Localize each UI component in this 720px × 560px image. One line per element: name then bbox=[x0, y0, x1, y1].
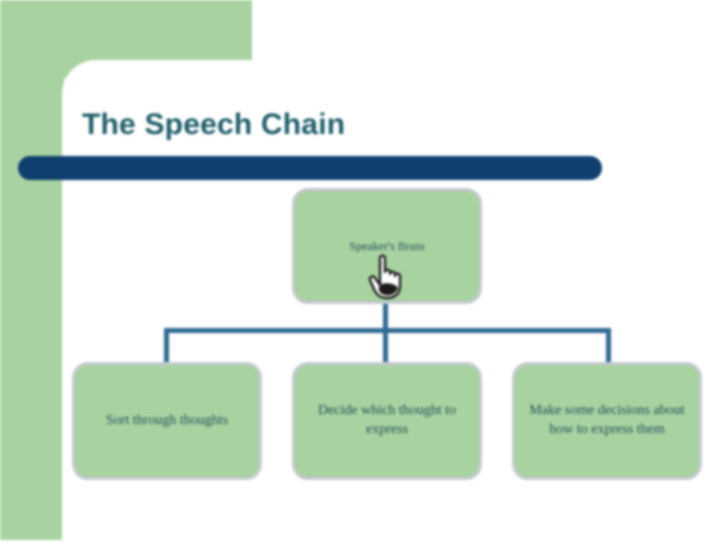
title-underline-bar bbox=[18, 156, 602, 180]
connector-branch-2 bbox=[383, 328, 388, 364]
connector-root-stem bbox=[383, 302, 388, 330]
green-band-left bbox=[0, 0, 64, 540]
node-make-decisions: Make some decisions about how to express… bbox=[512, 362, 702, 480]
connector-branch-3 bbox=[606, 328, 611, 364]
hand-pointer-icon bbox=[368, 254, 402, 300]
node-speakers-brain: Speaker's Brain bbox=[292, 188, 482, 304]
slide-title: The Speech Chain bbox=[82, 108, 346, 141]
node-sort-thoughts: Sort through thoughts bbox=[72, 362, 262, 480]
connector-branch-1 bbox=[164, 328, 169, 364]
node-decide-thought: Decide which thought to express bbox=[292, 362, 482, 480]
slide: The Speech Chain Speaker's Brain Sort th… bbox=[0, 0, 702, 540]
